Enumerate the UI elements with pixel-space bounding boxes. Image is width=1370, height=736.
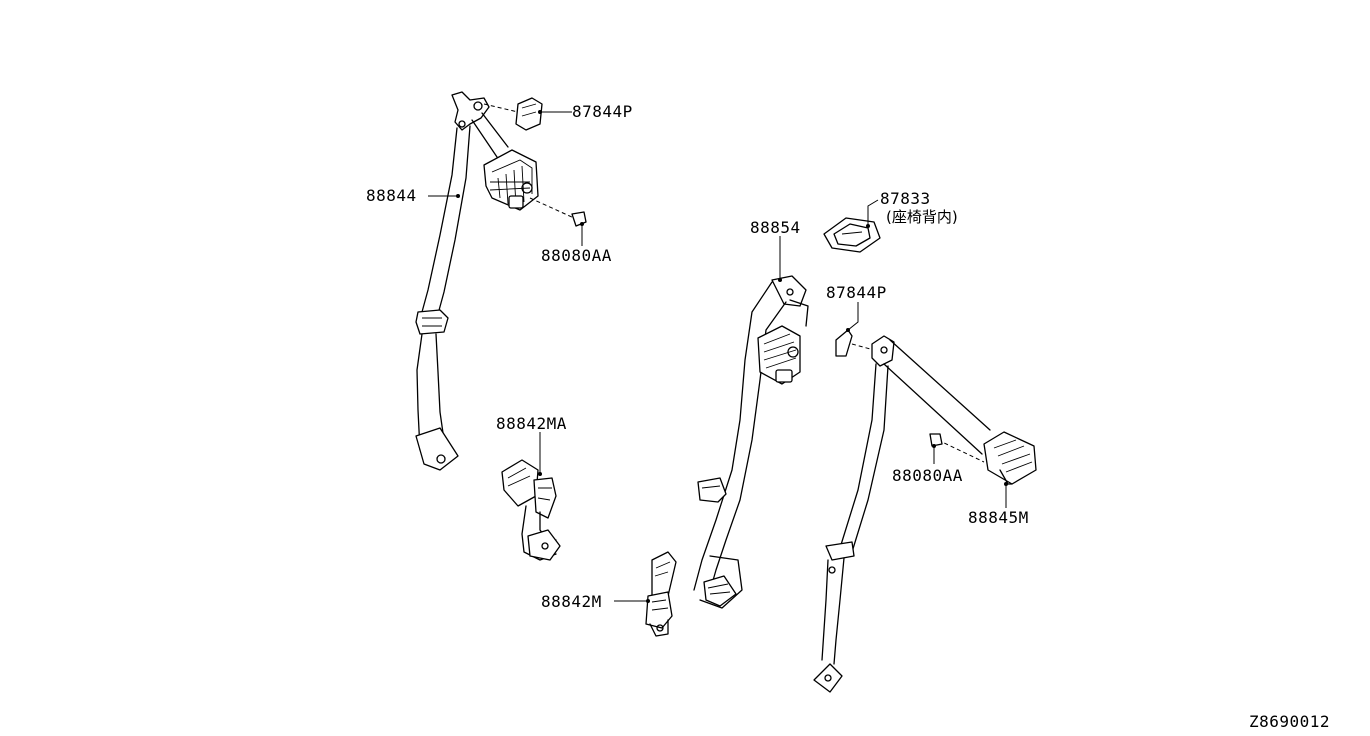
bezel-87833: [823, 217, 881, 253]
part-note-seatback: (座椅背内): [886, 208, 958, 226]
part-label-88842m: 88842M: [541, 592, 602, 611]
right-seat-belt-88845m: [813, 329, 1037, 693]
left-seat-belt-assembly: [415, 91, 587, 471]
part-label-87844p-lower: 87844P: [826, 283, 887, 302]
leader-lines: [428, 110, 1008, 603]
cover-87844p-upper: [483, 97, 543, 131]
part-label-88854: 88854: [750, 218, 801, 237]
buckle-88842ma: [501, 459, 561, 561]
part-label-87844p-upper: 87844P: [572, 102, 633, 121]
part-label-88844: 88844: [366, 186, 417, 205]
part-label-88842ma: 88842MA: [496, 414, 567, 433]
buckle-88842m: [645, 551, 677, 637]
part-label-88845m: 88845M: [968, 508, 1029, 527]
drawing-id: Z8690012: [1249, 712, 1331, 731]
part-label-88080aa-left: 88080AA: [541, 246, 612, 265]
center-seat-belt-88854: [693, 275, 809, 609]
part-label-87833: 87833: [880, 189, 931, 208]
part-label-88080aa-right: 88080AA: [892, 466, 963, 485]
